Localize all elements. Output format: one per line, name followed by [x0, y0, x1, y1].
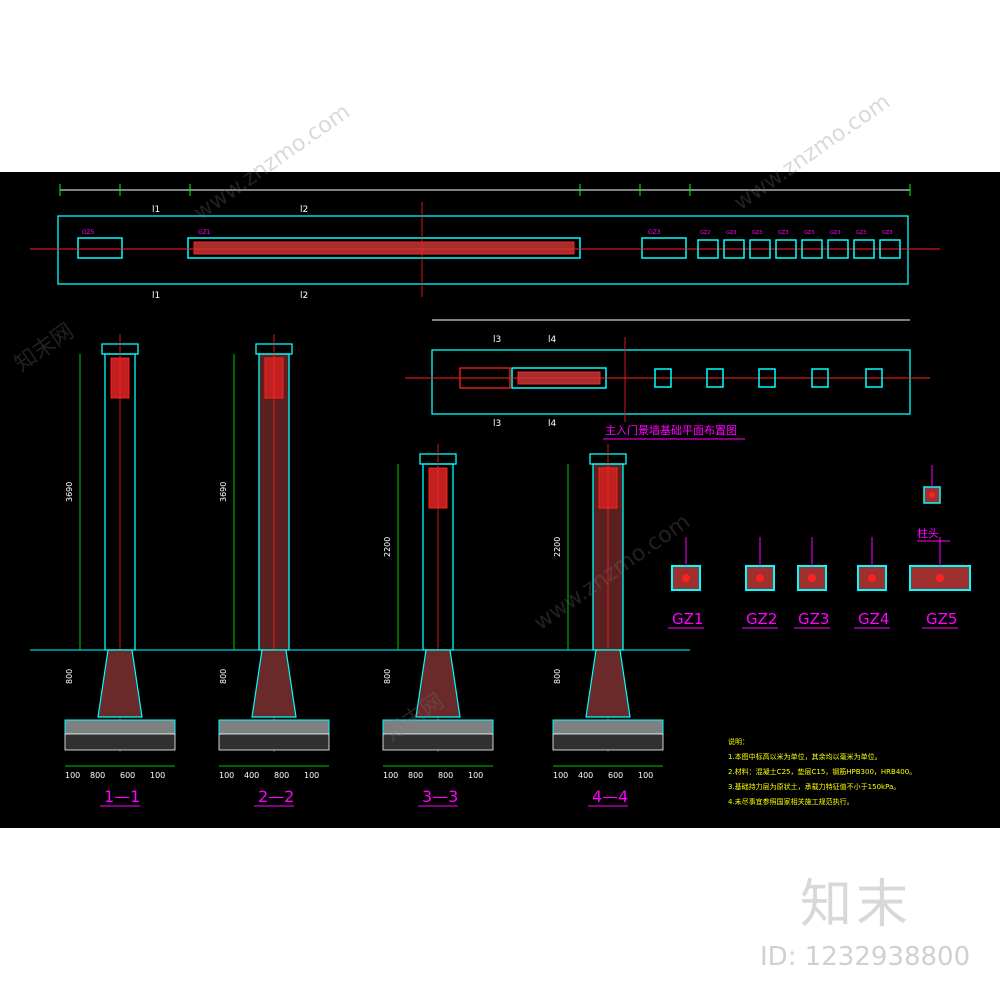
- column-label: GZ2: [746, 610, 777, 628]
- section-base-dim: 800: [65, 669, 74, 684]
- small-plan-l3-top: l3: [493, 335, 501, 345]
- section-height-dim: 2200: [553, 537, 562, 557]
- small-plan-column-box: [865, 368, 883, 388]
- brand-logo: 知末: [800, 875, 913, 935]
- section-bottom-dim: 800: [90, 771, 105, 780]
- section-2: 3690 800 100 400 800 100 2—2: [218, 334, 330, 807]
- small-plan: l3 l4 l3 l4 主入门景墙基础平面布置图: [405, 319, 930, 440]
- section-height-dim: 3690: [219, 482, 228, 502]
- column-label: GZ1: [672, 610, 703, 628]
- plan-column-tag: GZ3: [726, 230, 736, 236]
- column-label: GZ3: [798, 610, 829, 628]
- section-base-dim: 800: [383, 669, 392, 684]
- top-plan: GZ2 GZ3 GZ3 GZ3 GZ3 GZ3 GZ3 GZ3 l1 l2 l1 l2 GZ5…: [30, 184, 940, 301]
- note-line: 2.材料：混凝土C25，垫层C15，钢筋HPB300，HRB400。: [728, 767, 916, 776]
- column-gz2: GZ2: [742, 537, 778, 629]
- small-plan-column-box: [654, 368, 672, 388]
- plan-column-box: [827, 239, 849, 259]
- plan-column-box: [775, 239, 797, 259]
- plan-column-box: [697, 239, 719, 259]
- plan-column-box: [801, 239, 823, 259]
- section-label: 4—4: [592, 787, 628, 806]
- small-plan-column-box: [758, 368, 776, 388]
- column-gz1: GZ1: [668, 537, 704, 629]
- section-label: 2—2: [258, 787, 294, 806]
- plan-column-box: [749, 239, 771, 259]
- section-bottom-dim: 100: [468, 771, 483, 780]
- plan-column-tag: GZ3: [856, 230, 866, 236]
- plan-column-box: [879, 239, 901, 259]
- column-gz3: GZ3: [794, 537, 830, 629]
- image-id: ID: 1232938800: [760, 942, 971, 972]
- small-plan-l4-top: l4: [548, 335, 557, 345]
- plan-label-l1-bottom: l1: [152, 291, 160, 301]
- section-base-dim: 800: [219, 669, 228, 684]
- plan-tag-gz3: GZ3: [648, 229, 661, 236]
- notes: 说明： 1.本图中标高以米为单位，其余均以毫米为单位。 2.材料：混凝土C25，垫层…: [728, 737, 916, 806]
- section-bottom-dim: 600: [608, 771, 623, 780]
- section-3: 2200 800 100 800 800 100 3—3: [382, 444, 494, 807]
- note-line: 4.未尽事宜参照国家相关施工规范执行。: [728, 797, 854, 806]
- plan-label-l2-bottom: l2: [300, 291, 308, 301]
- plan-tag-gz5: GZ5: [82, 229, 95, 236]
- plan-column-tag: GZ3: [752, 230, 762, 236]
- section-bottom-dim: 100: [553, 771, 568, 780]
- section-bottom-dim: 100: [638, 771, 653, 780]
- section-4: 2200 800 100 400 600 100 4—4: [552, 444, 664, 807]
- plan-column-box: [853, 239, 875, 259]
- plan-label-l2-top: l2: [300, 205, 308, 215]
- section-1: 3690 800 100 800 600 100 1—1: [64, 334, 176, 807]
- note-line: 说明：: [728, 737, 749, 746]
- plan-column-tag: GZ3: [882, 230, 892, 236]
- section-height-dim: 3690: [65, 482, 74, 502]
- section-base-dim: 800: [553, 669, 562, 684]
- small-plan-column-box: [811, 368, 829, 388]
- plan-column-tag: GZ3: [830, 230, 840, 236]
- section-bottom-dim: 100: [383, 771, 398, 780]
- column-head-detail: 柱头: [917, 465, 950, 542]
- section-height-dim: 2200: [383, 537, 392, 557]
- section-bottom-dim: 800: [274, 771, 289, 780]
- plan-tag-gz1: GZ1: [198, 229, 211, 236]
- plan-label-l1-top: l1: [152, 205, 160, 215]
- small-plan-l4-bottom: l4: [548, 419, 557, 429]
- plan-column-box: [723, 239, 745, 259]
- column-gz5: GZ5: [909, 537, 971, 629]
- note-line: 3.基础持力层为原状土，承载力特征值不小于150kPa。: [728, 782, 900, 791]
- section-bottom-dim: 100: [65, 771, 80, 780]
- note-line: 1.本图中标高以米为单位，其余均以毫米为单位。: [728, 752, 882, 761]
- section-bottom-dim: 100: [150, 771, 165, 780]
- small-plan-l3-bottom: l3: [493, 419, 501, 429]
- column-head-label: 柱头: [917, 526, 939, 540]
- plan-column-tag: GZ2: [700, 230, 710, 236]
- column-label: GZ4: [858, 610, 889, 628]
- plan-column-tag: GZ3: [804, 230, 814, 236]
- plan-title: 主入门景墙基础平面布置图: [605, 423, 737, 437]
- section-bottom-dim: 100: [219, 771, 234, 780]
- section-bottom-dim: 400: [578, 771, 593, 780]
- section-bottom-dim: 800: [438, 771, 453, 780]
- section-label: 1—1: [104, 787, 140, 806]
- section-bottom-dim: 400: [244, 771, 259, 780]
- column-gz4: GZ4: [854, 537, 890, 629]
- section-bottom-dim: 100: [304, 771, 319, 780]
- small-plan-column-box: [706, 368, 724, 388]
- plan-column-tag: GZ3: [778, 230, 788, 236]
- section-bottom-dim: 800: [408, 771, 423, 780]
- column-label: GZ5: [926, 610, 957, 628]
- section-bottom-dim: 600: [120, 771, 135, 780]
- section-label: 3—3: [422, 787, 458, 806]
